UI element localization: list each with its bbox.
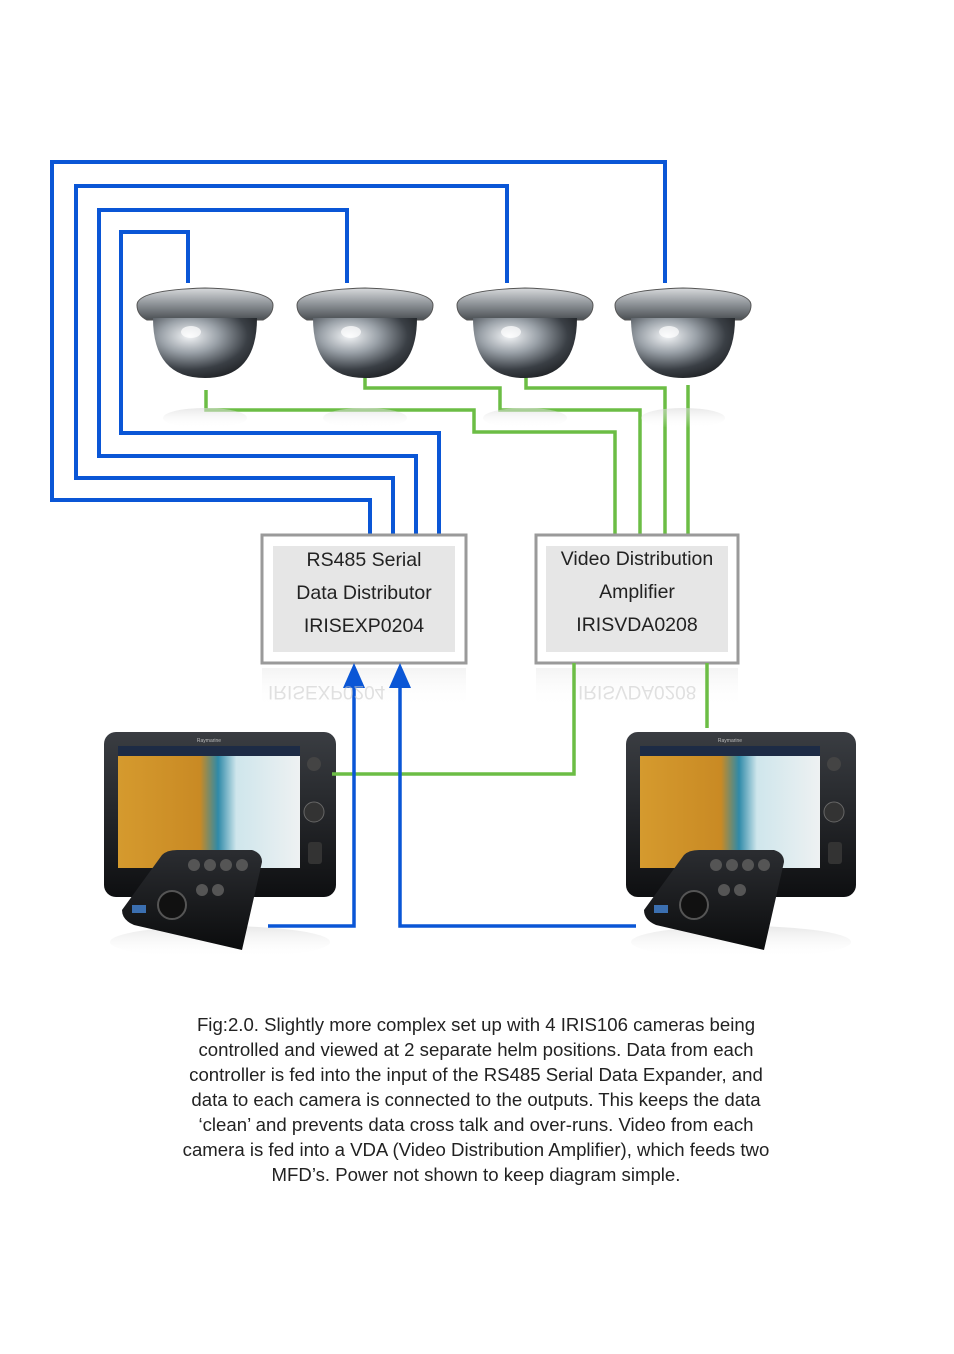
caption-line-2: controlled and viewed at 2 separate helm… bbox=[198, 1039, 754, 1060]
keyboard-right bbox=[644, 850, 784, 950]
data-line-camera-2 bbox=[97, 208, 418, 535]
caption-line-1: Fig:2.0. Slightly more complex set up wi… bbox=[196, 1014, 756, 1035]
video-lines-from-cameras bbox=[204, 375, 690, 535]
rs485-line-2: Data Distributor bbox=[296, 582, 432, 604]
vda-model: IRISVDA0208 bbox=[576, 614, 698, 636]
camera-2 bbox=[296, 287, 434, 428]
video-line-to-mfd-left bbox=[332, 663, 576, 776]
rs485-model: IRISEXP0204 bbox=[303, 615, 425, 637]
rs485-distributor-box bbox=[260, 533, 468, 708]
camera-1 bbox=[136, 287, 274, 428]
data-line-camera-3 bbox=[74, 184, 509, 535]
data-lines-to-cameras bbox=[50, 160, 667, 535]
video-line-camera-3 bbox=[524, 375, 667, 535]
keyboard-left bbox=[122, 850, 262, 950]
camera-4 bbox=[614, 287, 752, 428]
caption-line-5: ‘clean’ and prevents data cross talk and… bbox=[198, 1114, 754, 1135]
caption-line-3: controller is fed into the input of the … bbox=[189, 1064, 763, 1085]
mfd-right-brand: Raymarine bbox=[718, 738, 742, 744]
data-line-camera-4 bbox=[50, 160, 667, 535]
camera-3 bbox=[456, 287, 594, 428]
rs485-model-reflection: IRISEXP0204 bbox=[268, 680, 385, 702]
mfd-left-brand: Raymarine bbox=[197, 738, 221, 744]
rs485-box-label: RS485 Serial Data Distributor IRISEXP020… bbox=[273, 544, 455, 643]
vda-model-reflection-text: IRISVDA0208 bbox=[578, 681, 697, 702]
video-line-camera-2 bbox=[363, 375, 642, 535]
arrowhead-left bbox=[343, 663, 365, 688]
arrowhead-right bbox=[389, 663, 411, 688]
caption-line-4: data to each camera is connected to the … bbox=[191, 1089, 761, 1110]
data-line-camera-1 bbox=[119, 230, 441, 535]
data-arrowheads bbox=[343, 663, 411, 688]
vda-line-2: Amplifier bbox=[599, 581, 675, 603]
video-line-camera-1 bbox=[204, 390, 617, 535]
rs485-model-reflection-text: IRISEXP0204 bbox=[268, 681, 386, 702]
caption-line-6: camera is fed into a VDA (Video Distribu… bbox=[182, 1139, 770, 1160]
vda-model-reflection: IRISVDA0208 bbox=[578, 680, 696, 702]
figure-caption: Fig:2.0. Slightly more complex set up wi… bbox=[150, 1012, 802, 1187]
rs485-line-1: RS485 Serial bbox=[306, 549, 422, 571]
data-line-from-controller-left bbox=[268, 686, 356, 928]
data-line-from-controller-right bbox=[398, 686, 636, 928]
vda-box-label: Video Distribution Amplifier IRISVDA0208 bbox=[546, 543, 728, 642]
vda-box bbox=[534, 533, 740, 708]
caption-line-7: MFD’s. Power not shown to keep diagram s… bbox=[271, 1164, 681, 1185]
video-lines-to-mfds bbox=[332, 663, 709, 776]
vda-line-1: Video Distribution bbox=[560, 548, 714, 570]
data-lines-from-controllers bbox=[268, 686, 636, 928]
